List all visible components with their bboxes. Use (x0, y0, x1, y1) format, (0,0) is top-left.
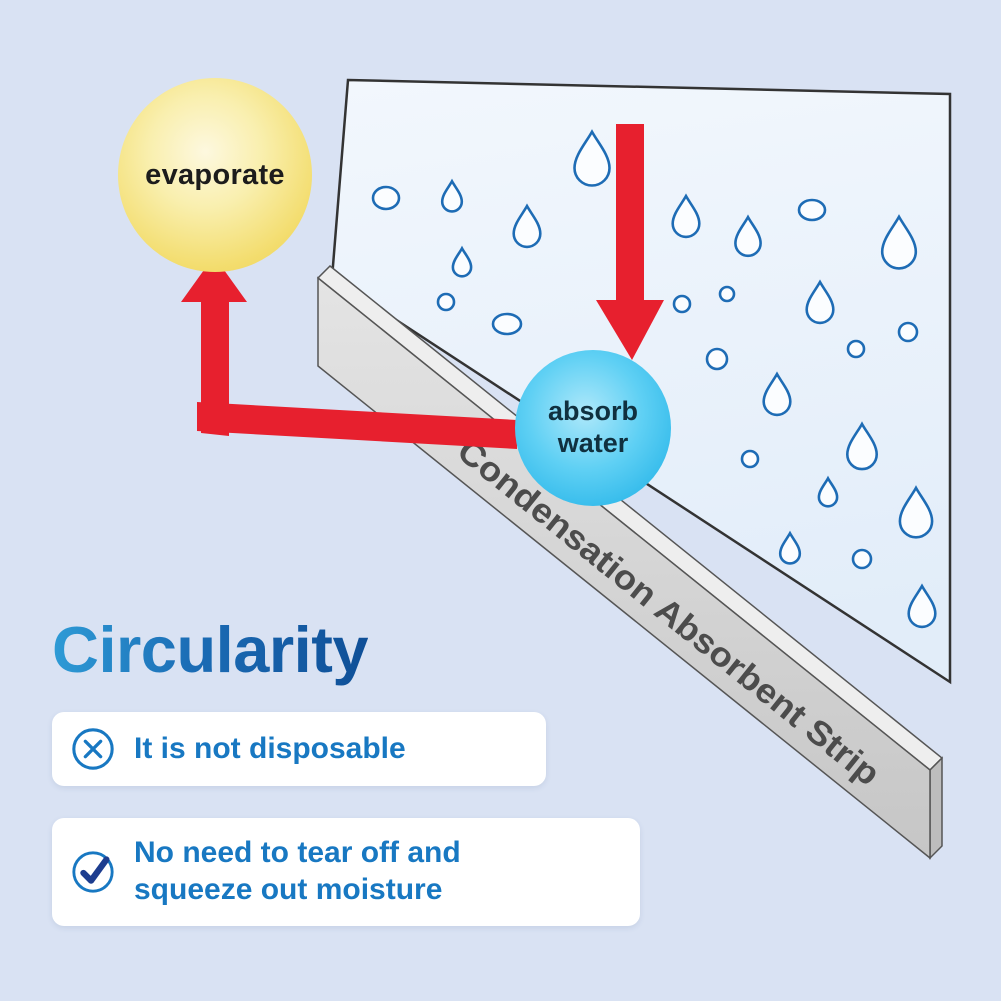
water-droplet (846, 339, 866, 359)
point-no-tear-off: No need to tear off and squeeze out mois… (52, 818, 640, 926)
water-droplet (740, 449, 760, 469)
check-circle-icon (72, 851, 114, 893)
water-droplet (672, 294, 692, 314)
water-droplets-group (371, 130, 937, 629)
water-droplet (897, 321, 919, 343)
x-circle-icon (72, 728, 114, 770)
point-text: It is not disposable (134, 731, 406, 765)
absorb-water-circle: absorb water (515, 350, 671, 506)
evaporate-label: evaporate (145, 158, 285, 191)
page-title: Circularity (52, 613, 369, 686)
water-droplet (705, 347, 729, 371)
water-droplet (718, 285, 736, 303)
down-arrow-head (596, 300, 664, 360)
up-left-arrow (181, 256, 517, 449)
up-left-arrow-vertical (201, 296, 229, 436)
water-droplet (436, 292, 456, 312)
down-arrow (596, 124, 664, 360)
water-droplet (371, 185, 401, 211)
evaporate-circle: evaporate (118, 78, 312, 272)
water-droplet (491, 312, 523, 336)
water-droplet (851, 548, 873, 570)
absorb-label-line1: absorb (547, 396, 639, 427)
strip-end-face (929, 756, 943, 860)
up-left-arrow-horizontal (197, 402, 517, 449)
point-text: No need to tear off and squeeze out mois… (134, 836, 461, 906)
point-not-disposable: It is not disposable (52, 712, 546, 786)
down-arrow-shaft (616, 124, 644, 304)
water-droplet (797, 198, 827, 222)
absorb-label-line2: water (557, 428, 629, 458)
up-left-arrow-head (181, 256, 247, 302)
